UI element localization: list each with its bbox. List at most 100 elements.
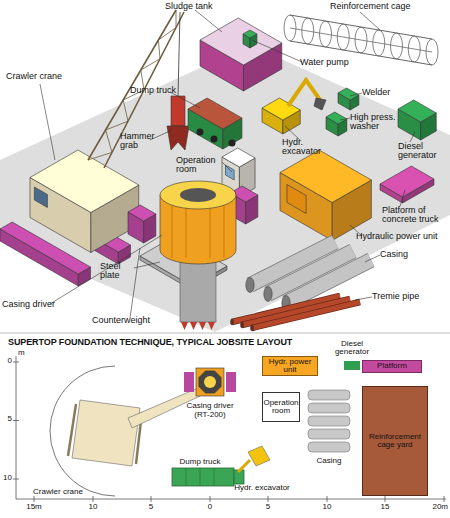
part-label: Water pump xyxy=(300,58,360,67)
tremie-pipe-end xyxy=(231,319,234,325)
diesel-generator-face xyxy=(398,100,436,122)
truck-rib xyxy=(214,468,215,486)
high-pressure-washer xyxy=(326,112,347,136)
part-label: Reinforcement cage xyxy=(330,2,440,11)
part-label: Crawler crane xyxy=(6,72,76,81)
axis-line xyxy=(16,356,17,499)
part-label: Hammer grab xyxy=(120,132,165,151)
crane-track xyxy=(0,222,90,286)
axis-tick xyxy=(13,362,19,363)
leader-line xyxy=(130,248,140,318)
axis-label: 5 xyxy=(139,503,163,511)
box-text: Reinforcement cage yard xyxy=(363,433,427,450)
part-label: Tremie pipe xyxy=(372,292,432,301)
plan-box: Reinforcement cage yard xyxy=(362,386,428,496)
dump-truck-face xyxy=(188,98,242,129)
excavator-bucket xyxy=(314,98,326,110)
part-label: Hydr. excavator xyxy=(282,138,326,157)
driver-ridge xyxy=(186,205,187,258)
part-label: Operation room xyxy=(176,156,222,175)
dump-truck-plan xyxy=(172,468,234,486)
axis-tick xyxy=(385,496,386,502)
axis-tick xyxy=(444,496,445,502)
box-text: Operation room xyxy=(263,399,299,416)
crane-cable xyxy=(178,12,180,96)
box-text: Platform xyxy=(377,362,407,370)
axis-line xyxy=(16,499,446,500)
concrete-platform-face xyxy=(380,166,434,197)
excavator-plan xyxy=(248,446,270,466)
part-label: Steel plate xyxy=(100,262,134,281)
welder xyxy=(338,88,359,110)
axis-label: 10 xyxy=(81,503,105,511)
truck-rib xyxy=(186,468,187,486)
axis-tick xyxy=(268,496,269,502)
tremie-pipe-end xyxy=(251,325,254,331)
part-label: Platform of concrete truck xyxy=(382,206,450,225)
truck-wheel xyxy=(211,136,218,143)
plan-box: Platform xyxy=(362,360,422,373)
part-label: Casing xyxy=(380,250,420,259)
truck-wheel xyxy=(229,140,236,147)
diesel-generator-plan xyxy=(344,361,360,370)
plan-label: Hydr. excavator xyxy=(227,484,297,492)
casing-plan xyxy=(308,403,350,413)
driver-ridge xyxy=(224,205,225,258)
axis-label: 10 xyxy=(0,474,12,482)
axis-label: 10 xyxy=(315,503,339,511)
crane-body xyxy=(30,150,139,253)
plan-box: Hydr. power unit xyxy=(262,356,318,376)
casing-tooth xyxy=(190,322,197,330)
leader-line xyxy=(252,40,302,62)
high-pressure-washer-face xyxy=(326,112,347,124)
axis-tick xyxy=(13,420,19,421)
leader-line xyxy=(360,12,380,30)
axis-tick xyxy=(210,496,211,502)
welder-face xyxy=(338,88,359,100)
axis-tick xyxy=(34,496,35,502)
tremie-pipe xyxy=(252,302,360,328)
leader-line xyxy=(195,10,222,32)
truck-rib xyxy=(200,468,201,486)
plan-label: Crawler crane xyxy=(23,488,93,496)
leader-line xyxy=(400,190,405,206)
part-label: Counterweight xyxy=(92,316,162,325)
axis-tick xyxy=(93,496,94,502)
cage-ring xyxy=(373,30,385,56)
axis-tick xyxy=(151,496,152,502)
ground-plane xyxy=(0,45,450,332)
casing-driver-plan xyxy=(196,368,224,396)
driver-octagon xyxy=(199,371,221,393)
part-label: Dump truck xyxy=(130,86,182,95)
driver-bore xyxy=(204,376,216,388)
casing-plan xyxy=(308,429,350,439)
plan-label: (RT-200) xyxy=(180,411,240,419)
axis-label: 20m xyxy=(424,503,448,511)
sludge-tank xyxy=(200,18,282,91)
sludge-tank-face xyxy=(200,18,282,65)
casing-tooth xyxy=(181,322,188,330)
operation-room-face xyxy=(222,148,255,167)
crane-plan-track xyxy=(68,404,76,456)
casing-pipe-end xyxy=(246,278,254,293)
axis-tick xyxy=(13,479,19,480)
leader-line xyxy=(50,235,162,304)
casing-tooth xyxy=(199,322,206,330)
plan-label: Dump truck xyxy=(170,458,230,466)
casing-plan xyxy=(308,390,350,400)
unit-panel xyxy=(287,185,306,214)
cage-ring xyxy=(302,18,314,44)
axis-label: 5 xyxy=(256,503,280,511)
room-window xyxy=(225,165,234,180)
leader-line xyxy=(355,297,372,300)
water-pump xyxy=(243,30,257,48)
water-pump-face xyxy=(243,30,257,38)
tremie-pipe xyxy=(242,299,350,325)
axis-label: 5 xyxy=(0,415,12,423)
box-text: Hydr. power unit xyxy=(263,358,317,375)
hammer-grab xyxy=(171,96,185,126)
diagram-title: SUPERTOP FOUNDATION TECHNIQUE, TYPICAL J… xyxy=(8,337,292,347)
part-label: Casing driver xyxy=(2,300,72,309)
tremie-pipe-end xyxy=(241,322,244,328)
truck-wheel xyxy=(197,129,204,136)
